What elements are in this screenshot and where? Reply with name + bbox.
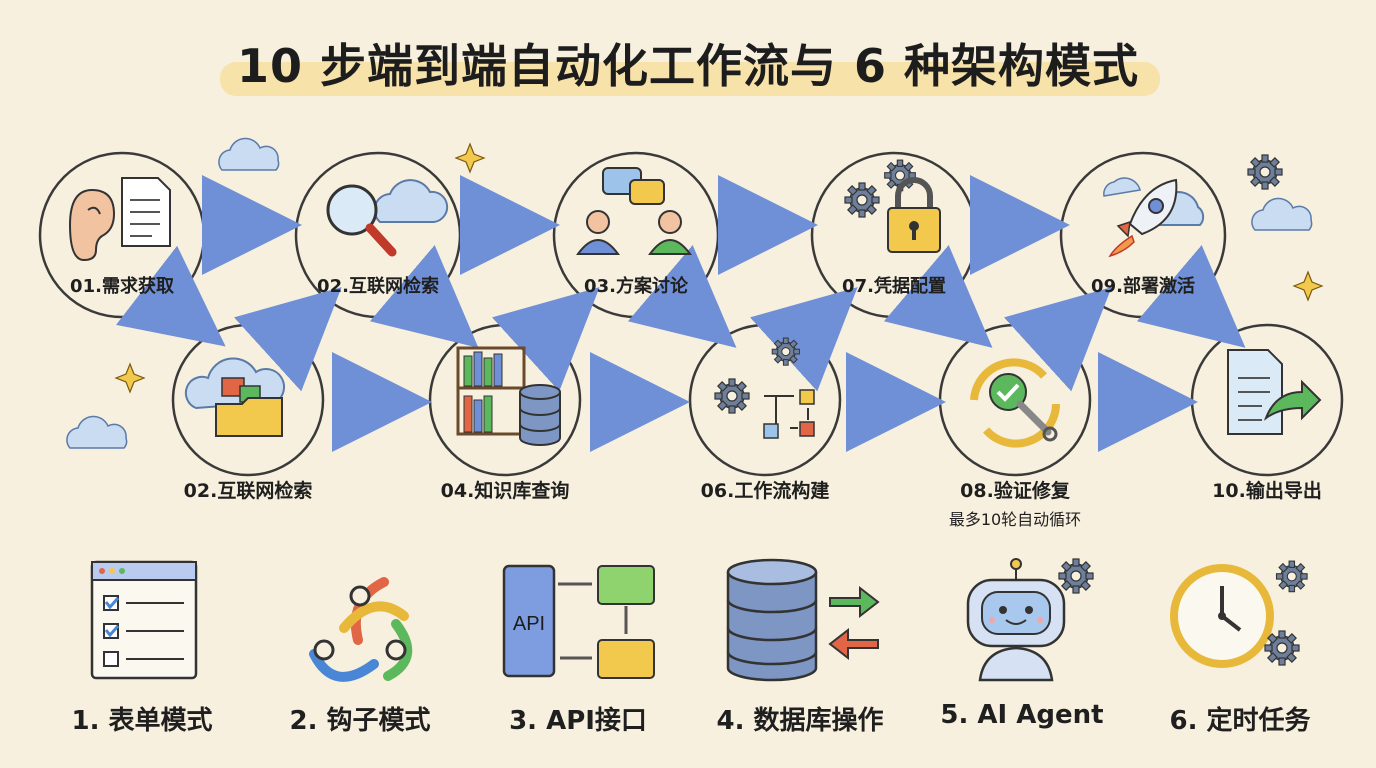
- flow-arrow: [1136, 245, 1246, 348]
- people-chat-icon: [576, 167, 692, 255]
- step-label-01: 01.需求获取: [70, 276, 174, 297]
- flow-arrow: [233, 287, 342, 392]
- check-wrench-cycle-icon: [970, 358, 1060, 448]
- flow-arrow: [115, 245, 226, 347]
- flow-arrow: [1003, 287, 1112, 392]
- flow-arrow: [749, 287, 858, 392]
- cloud-folder-icon: [184, 357, 285, 437]
- flow-arrow: [491, 287, 600, 392]
- step-label-02a: 02.互联网检索: [317, 276, 439, 297]
- rocket-icon: [1103, 177, 1205, 258]
- magnifier-cloud-icon: [326, 179, 449, 257]
- gear-icon: [1247, 154, 1283, 190]
- form-checklist-icon: [90, 560, 198, 680]
- mode-label-api: 3. API接口: [509, 706, 647, 736]
- mode-label-webhook: 2. 钩子模式: [289, 706, 431, 736]
- gear-flow-icon: [714, 337, 815, 439]
- mode-label-database: 4. 数据库操作: [716, 706, 884, 736]
- flow-arrow: [627, 245, 737, 348]
- cloud-icon: [218, 137, 280, 171]
- step-label-10: 10.输出导出: [1212, 480, 1322, 502]
- webhook-icon: [309, 577, 413, 682]
- flow-arrow: [883, 245, 993, 348]
- step-label-04: 04.知识库查询: [440, 480, 570, 502]
- cloud-icon: [1251, 197, 1313, 231]
- sparkle-icon: [1293, 271, 1323, 301]
- step-label-06: 06.工作流构建: [700, 480, 830, 502]
- robot-icon: [966, 558, 1094, 682]
- step-label-07: 07.凭据配置: [842, 276, 946, 297]
- cloud-icon: [66, 415, 128, 449]
- sparkle-icon: [455, 143, 485, 173]
- api-flow-icon: API: [502, 564, 655, 679]
- step-note-08: 最多10轮自动循环: [948, 510, 1082, 529]
- step-label-09: 09.部署激活: [1091, 276, 1195, 297]
- step-label-03: 03.方案讨论: [584, 276, 688, 297]
- ear-document-icon: [68, 177, 171, 262]
- database-sync-icon: [726, 558, 880, 682]
- flow-arrow: [369, 245, 479, 348]
- padlock-gears-icon: [844, 159, 941, 253]
- api-icon-text: API: [513, 613, 545, 635]
- mode-label-scheduled: 6. 定时任务: [1169, 706, 1311, 736]
- mode-label-form: 1. 表单模式: [71, 706, 213, 736]
- sparkle-icon: [115, 363, 145, 393]
- title-highlight: [220, 62, 1160, 96]
- step-circle-06: [688, 323, 842, 477]
- document-export-icon: [1227, 349, 1322, 435]
- step-label-08: 08.验证修复: [960, 480, 1070, 502]
- clock-gears-icon: [1170, 560, 1308, 668]
- page-title: 10 步端到端自动化工作流与 6 种架构模式: [236, 39, 1140, 93]
- bookshelf-database-icon: [456, 346, 561, 446]
- step-label-02b: 02.互联网检索: [183, 480, 313, 502]
- mode-label-ai-agent: 5. AI Agent: [940, 700, 1104, 730]
